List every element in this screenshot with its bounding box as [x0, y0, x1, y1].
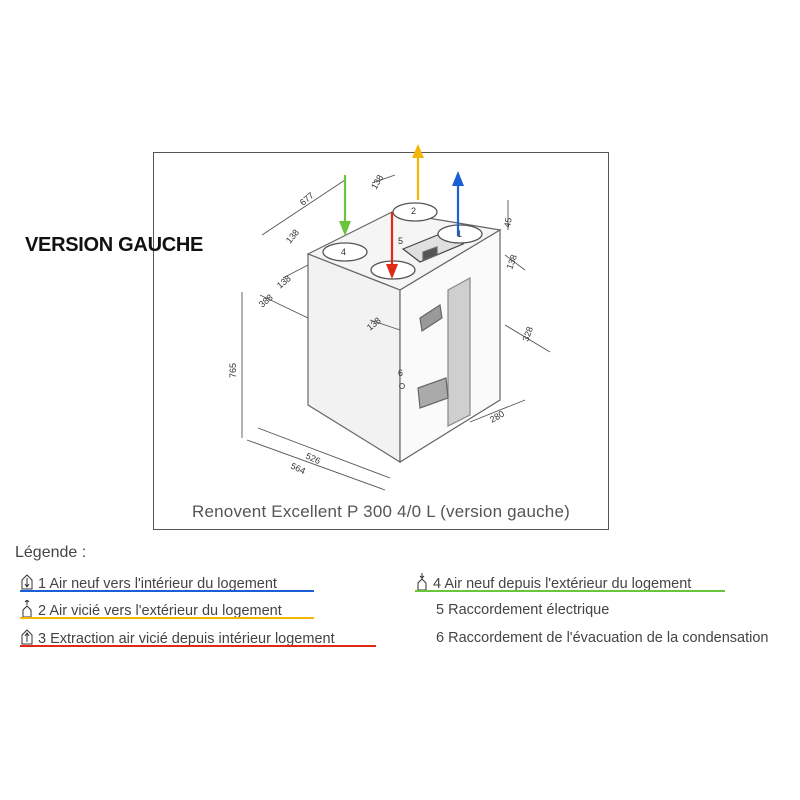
legend-item-5: 5 Raccordement électrique [436, 602, 609, 618]
legend-num: 6 [436, 630, 445, 646]
duct-arrow-up-icon [21, 629, 33, 645]
port-label: 4 [341, 247, 346, 257]
dimension-label: 328 [520, 325, 535, 343]
legend-item-2: 2 Air vicié vers l'extérieur du logement [20, 600, 282, 619]
legend-text: Extraction air vicié depuis intérieur lo… [50, 631, 335, 647]
legend-num: 2 [38, 603, 47, 619]
legend-text: Air neuf vers l'intérieur du logement [49, 576, 277, 592]
dimension-label: 564 [289, 461, 307, 476]
legend-underline-blue [20, 590, 314, 592]
port-label: 1 [457, 229, 462, 239]
legend-num: 3 [38, 631, 47, 647]
legend-underline-red [20, 645, 376, 647]
flow-arrows [339, 144, 464, 279]
dimension-label: 138 [284, 227, 301, 245]
dimension-label: 138 [275, 273, 293, 290]
port-label: 6 [398, 368, 403, 378]
dimension-label: 765 [228, 363, 238, 378]
legend-item-3: 3 Extraction air vicié depuis intérieur … [20, 628, 335, 647]
legend-item-6: 6 Raccordement de l'évacuation de la con… [436, 630, 768, 646]
legend-underline-yellow [20, 617, 314, 619]
legend-num: 4 [433, 576, 442, 592]
duct-ports [322, 202, 483, 280]
legend-text: Air vicié vers l'extérieur du logement [49, 603, 282, 619]
dimension-label: 280 [488, 409, 506, 425]
dimension-label: 138 [504, 253, 519, 271]
legend-title: Légende : [15, 544, 87, 561]
dimension-label: 677 [298, 190, 316, 207]
dimension-lines [241, 174, 551, 491]
duct-arrow-down-in-icon [417, 573, 427, 591]
version-label: VERSION GAUCHE [25, 234, 204, 256]
legend-underline-green [415, 590, 725, 592]
legend-num: 1 [38, 576, 47, 592]
dimension-label: 526 [304, 451, 322, 466]
legend-item-1: 1 Air neuf vers l'intérieur du logement [20, 573, 277, 592]
legend-text: Raccordement de l'évacuation de la conde… [448, 630, 769, 646]
legend-item-4: 4 Air neuf depuis l'extérieur du logemen… [415, 573, 691, 592]
duct-arrow-down-icon [21, 574, 33, 590]
legend-text: Raccordement électrique [448, 602, 610, 618]
port-label: 2 [411, 206, 416, 216]
legend-num: 5 [436, 602, 445, 618]
diagram-frame [153, 152, 609, 530]
dimension-label: 388 [257, 292, 275, 309]
legend-text: Air neuf depuis l'extérieur du logement [444, 576, 692, 592]
dimension-label: 45 [502, 217, 514, 229]
diagram-caption: Renovent Excellent P 300 4/0 L (version … [192, 502, 570, 521]
port-label: 5 [398, 236, 403, 246]
dimension-label: 138 [369, 173, 385, 191]
duct-arrow-up-out-icon [22, 600, 32, 618]
